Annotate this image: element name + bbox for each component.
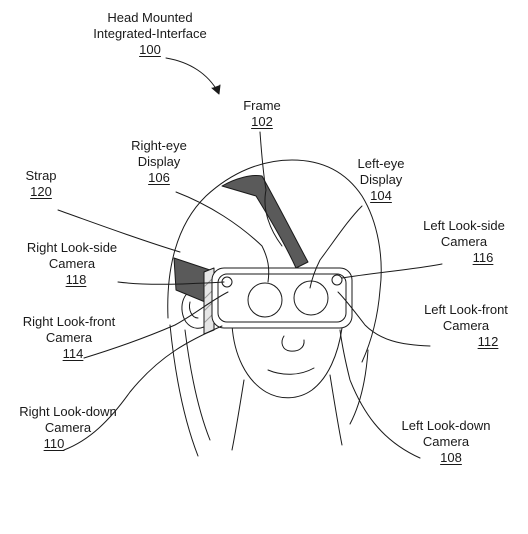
leader-right-down [63, 325, 223, 451]
label-right-look-front-line1: Right Look-front [22, 314, 116, 329]
label-left-look-side-line1: Left Look-side [423, 218, 505, 233]
strap-band [221, 175, 309, 269]
label-left-eye-display: Left-eye Display 104 [344, 156, 418, 204]
leader-left-side [341, 263, 443, 279]
label-strap: Strap 120 [14, 168, 68, 200]
hair-right-strands [169, 324, 199, 457]
hair-left-strands [349, 349, 369, 425]
label-left-eye-display-line1: Left-eye [357, 156, 405, 171]
figure-title: Head Mounted Integrated-Interface 100 [90, 10, 210, 58]
figure-title-line2: Integrated-Interface [93, 26, 207, 41]
neck-right [329, 374, 343, 446]
label-right-look-front-ref: 114 [62, 346, 84, 361]
head-outline [167, 159, 382, 363]
label-right-look-side-line1: Right Look-side [26, 240, 118, 255]
label-left-look-front-line1: Left Look-front [424, 302, 508, 317]
label-right-look-side-camera: Right Look-side Camera 118 [10, 240, 134, 288]
leader-left-eye [309, 205, 363, 289]
label-left-look-front-ref: 112 [477, 334, 499, 349]
leader-right-front [83, 291, 229, 359]
figure-title-ref: 100 [139, 42, 161, 57]
label-right-eye-display: Right-eye Display 106 [122, 138, 196, 186]
label-left-look-down-camera: Left Look-down Camera 108 [384, 418, 508, 466]
label-right-look-front-line2: Camera [45, 330, 93, 345]
label-left-look-down-line1: Left Look-down [401, 418, 491, 433]
label-right-eye-display-line1: Right-eye [131, 138, 187, 153]
leader-left-front [337, 291, 431, 347]
label-left-look-front-camera: Left Look-front Camera 112 [408, 302, 524, 350]
neck-left [231, 379, 245, 451]
label-left-eye-display-line2: Display [359, 172, 403, 187]
label-right-look-front-camera: Right Look-front Camera 114 [4, 314, 134, 362]
label-right-look-side-line2: Camera [48, 256, 96, 271]
mouth [267, 367, 315, 375]
label-right-look-side-ref: 118 [65, 272, 87, 287]
label-frame: Frame 102 [232, 98, 292, 130]
label-left-look-side-ref: 116 [472, 250, 494, 265]
label-frame-ref: 102 [251, 114, 273, 129]
label-right-eye-display-line2: Display [137, 154, 181, 169]
hair-right-strands-2 [184, 329, 211, 441]
face-outline [231, 324, 343, 399]
leader-right-eye [175, 191, 270, 283]
leader-strap [57, 209, 181, 253]
label-left-look-down-line2: Camera [422, 434, 470, 449]
label-right-look-down-line2: Camera [44, 420, 92, 435]
label-left-look-side-camera: Left Look-side Camera 116 [408, 218, 520, 266]
title-arrow [165, 57, 219, 93]
label-frame-text: Frame [243, 98, 281, 113]
label-left-look-front-line2: Camera [442, 318, 490, 333]
label-strap-ref: 120 [30, 184, 52, 199]
leader-frame [259, 131, 283, 247]
label-right-look-down-line1: Right Look-down [19, 404, 117, 419]
label-strap-text: Strap [25, 168, 57, 183]
right-eye-display [247, 282, 283, 318]
label-right-look-down-ref: 110 [43, 436, 65, 451]
leader-left-down [339, 329, 421, 459]
label-right-look-down-camera: Right Look-down Camera 110 [0, 404, 136, 452]
figure-title-line1: Head Mounted [107, 10, 193, 25]
label-left-look-down-ref: 108 [440, 450, 462, 465]
left-side-camera [331, 274, 343, 286]
nose [281, 335, 305, 352]
label-right-eye-display-ref: 106 [148, 170, 170, 185]
leader-right-side [117, 281, 225, 285]
label-left-eye-display-ref: 104 [370, 188, 392, 203]
label-left-look-side-line2: Camera [440, 234, 488, 249]
left-eye-display [293, 280, 329, 316]
